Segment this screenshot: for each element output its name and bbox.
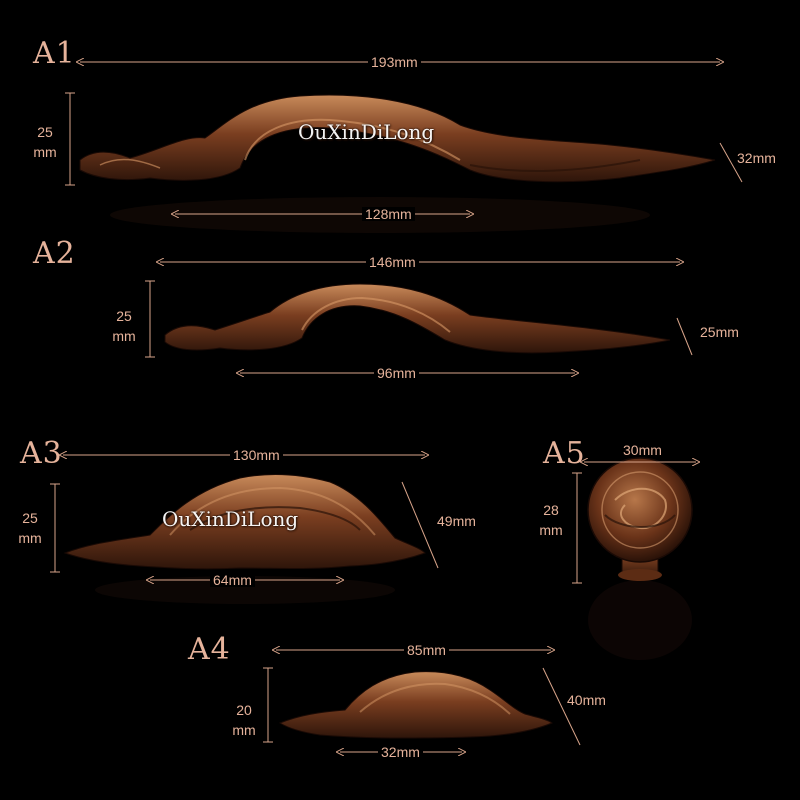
a1-overall-length: 193mm — [368, 55, 421, 69]
a4-height-value: 20 — [236, 702, 252, 718]
label-a1: A1 — [33, 36, 76, 71]
a4-height-unit: mm — [232, 722, 256, 738]
watermark-middle: OuXinDiLong — [162, 507, 299, 531]
label-a2: A2 — [33, 236, 76, 271]
a1-height: 25 mm — [27, 122, 63, 162]
a3-hole-spacing: 64mm — [210, 573, 255, 587]
a1-height-value: 25 — [37, 124, 53, 140]
handle-a2 — [164, 283, 671, 354]
a2-depth: 25mm — [700, 324, 739, 340]
a4-depth: 40mm — [567, 692, 606, 708]
handle-a4 — [278, 671, 554, 739]
a5-height-unit: mm — [539, 522, 563, 538]
a5-height: 28 mm — [533, 500, 569, 540]
a3-height-unit: mm — [18, 530, 42, 546]
a3-height: 25 mm — [12, 508, 48, 548]
watermark-top: OuXinDiLong — [298, 120, 435, 144]
a1-hole-spacing: 128mm — [362, 207, 415, 221]
a2-height-unit: mm — [112, 328, 136, 344]
a2-hole-spacing: 96mm — [374, 366, 419, 380]
a4-height: 20 mm — [226, 700, 262, 740]
a2-height-value: 25 — [116, 308, 132, 324]
a2-height: 25 mm — [106, 306, 142, 346]
handle-a3 — [63, 474, 426, 570]
knob-a5 — [587, 457, 693, 660]
a4-overall-length: 85mm — [404, 643, 449, 657]
a3-depth: 49mm — [437, 513, 476, 529]
a1-height-unit: mm — [33, 144, 57, 160]
label-a3: A3 — [20, 436, 63, 471]
a2-overall-length: 146mm — [366, 255, 419, 269]
label-a4: A4 — [188, 632, 231, 667]
a3-overall-length: 130mm — [230, 448, 283, 462]
a5-width: 30mm — [620, 443, 665, 457]
a1-depth: 32mm — [737, 150, 776, 166]
a4-hole-spacing: 32mm — [378, 745, 423, 759]
a3-height-value: 25 — [22, 510, 38, 526]
handle-a1 — [79, 94, 716, 183]
label-a5: A5 — [543, 436, 586, 471]
a5-height-value: 28 — [543, 502, 559, 518]
